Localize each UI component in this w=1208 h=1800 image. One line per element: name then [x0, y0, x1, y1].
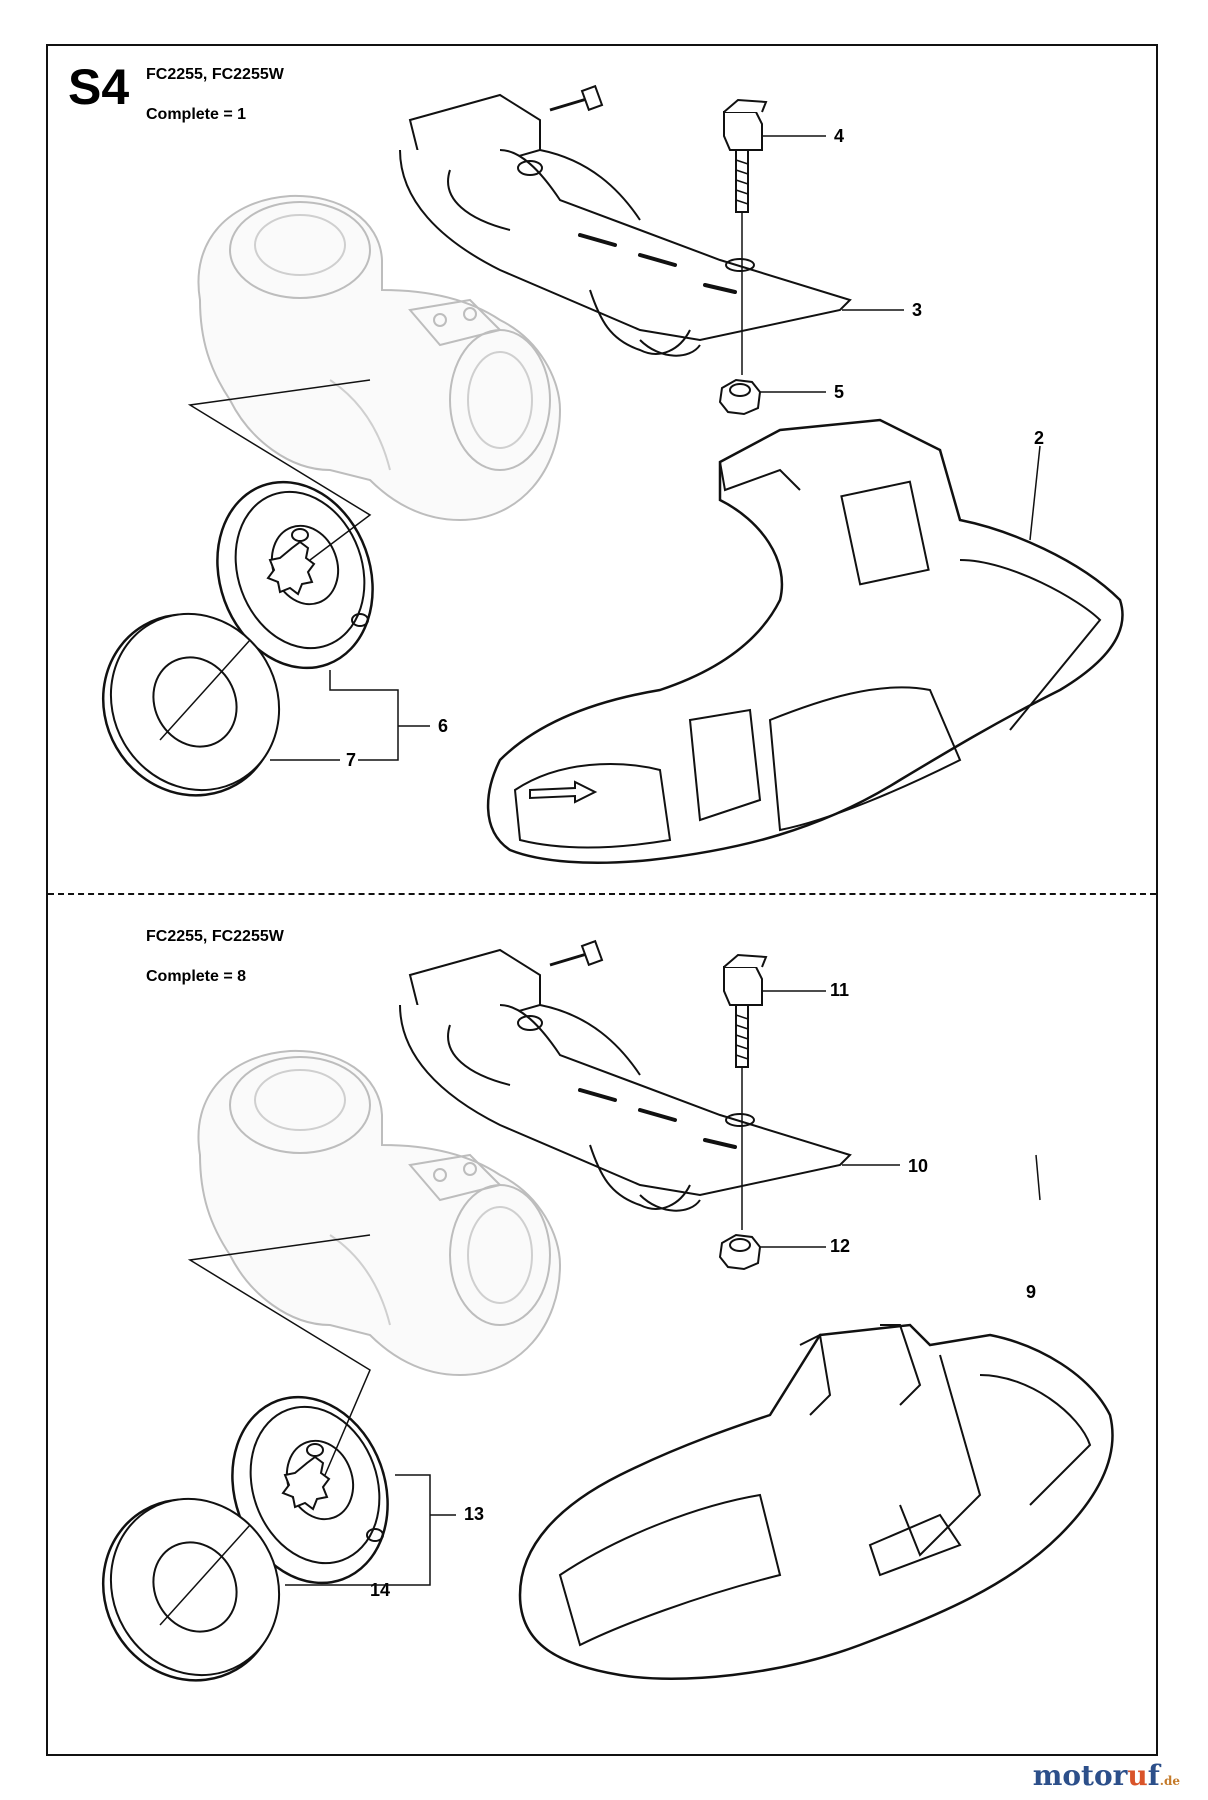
complete-note: Complete = 1: [146, 106, 247, 123]
section-1-parts: [69, 84, 1124, 864]
callout-label: 3: [912, 300, 923, 320]
watermark-tld: .de: [1159, 1774, 1180, 1788]
callout-label: 7: [346, 750, 357, 770]
callout-label: 13: [464, 1504, 485, 1524]
model-list: FC2255, FC2255W: [146, 66, 284, 83]
callout-label: 12: [830, 1236, 851, 1256]
drawing-frame: [46, 44, 1158, 1756]
model-list: FC2255, FC2255W: [146, 928, 284, 945]
callout-label: 5: [834, 382, 845, 402]
callout-label: 10: [908, 1156, 929, 1176]
brand-watermark: motoruf.de: [1033, 1759, 1180, 1792]
section-2-parts: [69, 939, 1114, 1714]
watermark-text: u: [1127, 1759, 1148, 1792]
callout-label: 2: [1034, 428, 1045, 448]
sheet-id: S4: [68, 59, 130, 115]
callout-label: 4: [834, 126, 845, 146]
section-divider: [48, 893, 1156, 895]
watermark-text: f: [1147, 1759, 1160, 1792]
callout-label: 9: [1026, 1282, 1037, 1302]
watermark-text: motor: [1032, 1759, 1128, 1792]
complete-note: Complete = 8: [146, 968, 247, 985]
callout-label: 6: [438, 716, 449, 736]
callout-label: 11: [830, 980, 850, 1000]
